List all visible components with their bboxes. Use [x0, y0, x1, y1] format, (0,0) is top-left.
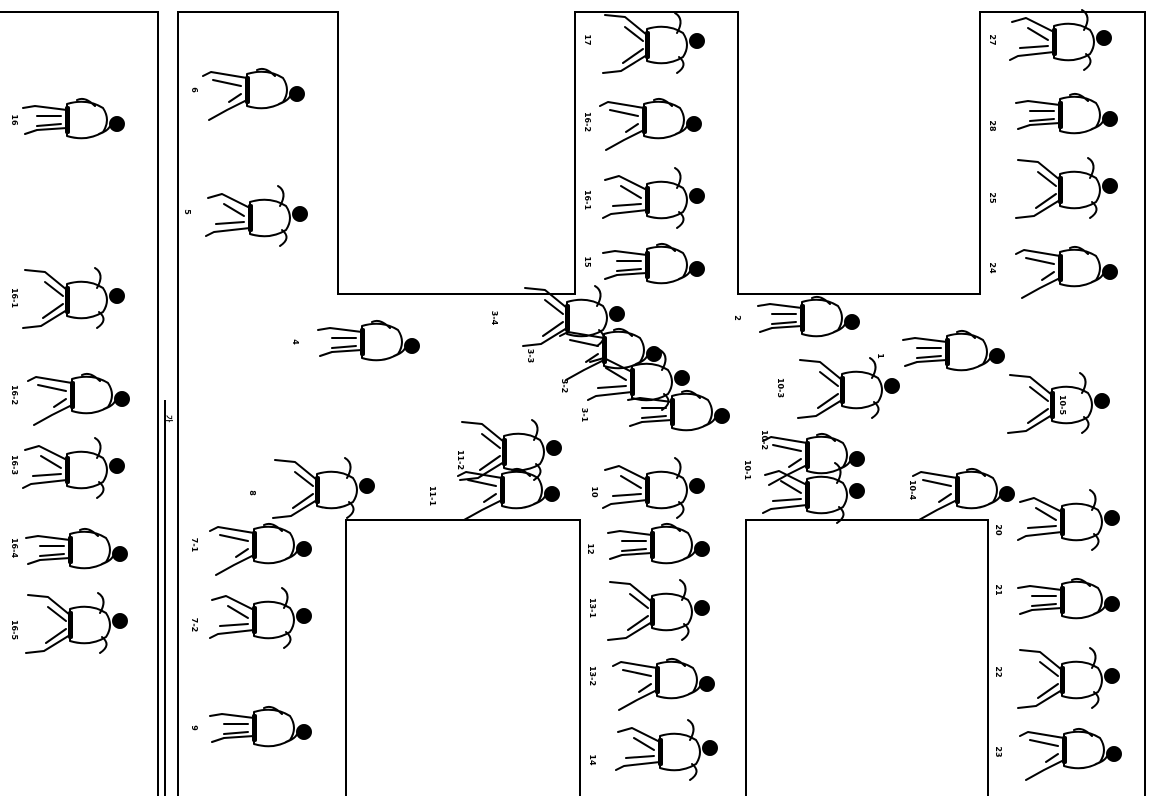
practitioner-figure — [628, 391, 730, 430]
figure-step-label: 10-2 — [760, 430, 769, 450]
practitioner-figure — [210, 588, 312, 648]
figure-step-label: 7-1 — [190, 538, 199, 553]
figure-step-label: 11-1 — [428, 486, 437, 506]
floor-marker: 가 — [164, 415, 174, 423]
practitioner-figure — [1016, 94, 1118, 133]
figure-step-label: 28 — [988, 120, 997, 132]
figure-step-label: 9 — [190, 725, 199, 731]
figure-step-label: 10 — [590, 486, 599, 498]
practitioner-figure — [603, 168, 705, 228]
figure-step-label: 27 — [988, 34, 997, 45]
practitioner-figure — [23, 99, 125, 138]
figure-step-label: 3-4 — [490, 311, 499, 326]
practitioner-figure — [913, 469, 1015, 520]
figure-step-label: 3-1 — [580, 408, 589, 423]
figure-step-label: 6 — [190, 87, 199, 93]
figure-step-label: 10-5 — [1058, 395, 1067, 415]
practitioner-figure — [1010, 10, 1112, 70]
figure-step-label: 16-4 — [10, 538, 19, 558]
practitioner-figure — [203, 69, 305, 120]
figure-step-label: 21 — [994, 584, 1003, 596]
figure-step-label: 15 — [583, 256, 592, 268]
figure-step-label: 8 — [248, 490, 257, 496]
practitioner-figure — [26, 529, 128, 568]
figure-step-label: 14 — [588, 754, 597, 766]
figure-step-label: 16 — [10, 114, 19, 126]
figure-step-label: 16-3 — [10, 455, 19, 475]
practitioner-figure — [210, 707, 312, 746]
practitioner-figure — [23, 438, 125, 498]
practitioner-figure — [608, 524, 710, 563]
practitioner-figure — [273, 458, 375, 518]
figure-step-label: 11-2 — [456, 450, 465, 470]
figure-step-label: 3-3 — [526, 349, 535, 363]
figure-step-label: 1 — [876, 353, 885, 359]
figure-step-label: 4 — [291, 339, 300, 345]
figure-step-label: 16-5 — [10, 620, 19, 640]
figure-step-label: 16-2 — [10, 385, 19, 405]
practitioner-figure — [458, 469, 560, 520]
practitioner-figure — [1016, 158, 1118, 218]
practitioner-figure — [23, 268, 125, 328]
practitioner-figure — [608, 580, 710, 640]
practitioner-figure — [603, 13, 705, 73]
figure-step-label: 13-2 — [588, 666, 597, 686]
practitioner-figure — [1018, 648, 1120, 708]
practitioner-figure — [758, 297, 860, 336]
practitioner-figure — [26, 593, 128, 653]
figure-step-label: 24 — [988, 262, 997, 274]
figure-step-label: 16-2 — [583, 112, 592, 132]
figure-step-label: 5 — [183, 209, 192, 215]
figure-step-label: 13-1 — [588, 598, 597, 618]
figure-step-label: 20 — [994, 524, 1003, 536]
practitioner-figure — [603, 458, 705, 518]
figure-step-label: 7-2 — [190, 618, 199, 632]
figure-step-label: 10-4 — [908, 480, 917, 500]
figure-step-label: 10-3 — [776, 378, 785, 398]
practitioner-figure — [798, 358, 900, 418]
practitioner-figure — [28, 374, 130, 425]
figure-step-label: 10-1 — [743, 460, 752, 480]
figure-step-label: 3-2 — [560, 379, 569, 393]
figure-step-label: 2 — [733, 315, 742, 321]
figure-step-label: 23 — [994, 746, 1003, 757]
practitioner-figure — [600, 99, 702, 150]
practitioner-figure — [616, 720, 718, 780]
practitioner-figure — [206, 186, 308, 246]
figure-step-label: 25 — [988, 192, 997, 204]
practitioner-figure — [613, 659, 715, 710]
figure-step-label: 17 — [583, 34, 592, 45]
figure-step-label: 16-1 — [10, 288, 19, 308]
practitioner-figure — [460, 420, 562, 480]
practitioner-figure — [903, 331, 1005, 370]
figure-step-label: 16-1 — [583, 190, 592, 210]
practitioner-figure — [1016, 247, 1118, 298]
figure-step-label: 22 — [994, 666, 1003, 677]
practitioner-figure — [318, 321, 420, 360]
practitioner-figure — [603, 244, 705, 283]
figure-step-label: 12 — [586, 543, 595, 554]
panel-outlines — [0, 12, 1145, 796]
practitioner-figure — [1018, 579, 1120, 618]
practitioner-figure — [1018, 490, 1120, 550]
practitioner-figure — [1020, 729, 1122, 780]
practitioner-figure — [210, 524, 312, 575]
